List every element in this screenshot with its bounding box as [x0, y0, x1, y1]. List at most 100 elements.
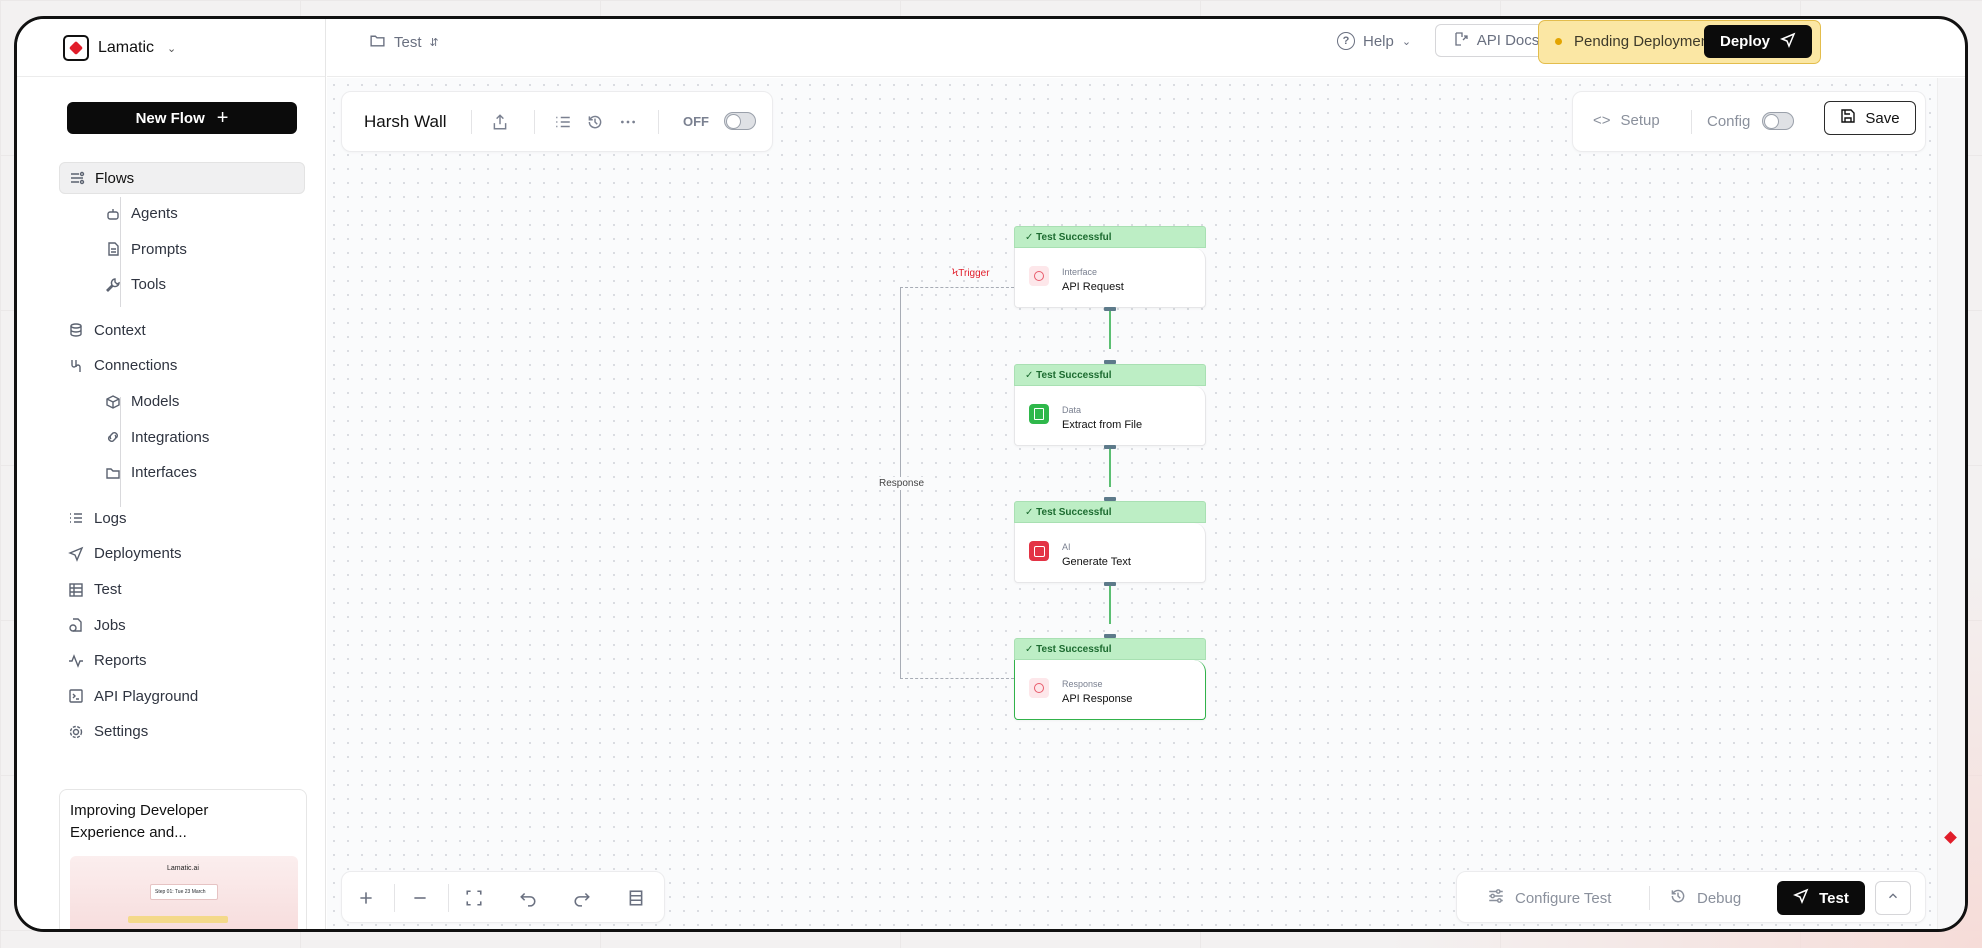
- config-label: Config: [1707, 112, 1751, 130]
- sidebar-item-label: Jobs: [94, 616, 126, 634]
- nav-sub-rail: [120, 197, 121, 307]
- save-button[interactable]: Save: [1824, 101, 1916, 135]
- sidebar-item-logs[interactable]: Logs: [59, 502, 305, 534]
- save-label: Save: [1865, 109, 1900, 127]
- interface-node-icon: [1029, 266, 1049, 286]
- node-input-handle[interactable]: [1104, 634, 1116, 638]
- send-icon: [1780, 32, 1796, 52]
- link-icon: [105, 429, 121, 445]
- node-output-handle[interactable]: [1104, 307, 1116, 311]
- status-dot-icon: [1555, 38, 1562, 45]
- promo-card[interactable]: Improving Developer Experience and... La…: [59, 789, 307, 929]
- zoom-out-icon[interactable]: [408, 886, 432, 910]
- sidebar: Lamatic ⌄ New Flow + Flows Agents Prompt…: [17, 19, 326, 929]
- deploy-button[interactable]: Deploy: [1704, 25, 1812, 58]
- sidebar-item-models[interactable]: Models: [59, 386, 305, 418]
- config-toggle[interactable]: [1762, 112, 1795, 130]
- project-name: Test: [394, 34, 422, 51]
- node-kind: Response: [1062, 679, 1103, 689]
- node-output-handle[interactable]: [1104, 445, 1116, 449]
- export-icon[interactable]: [490, 112, 510, 132]
- sidebar-item-label: Prompts: [131, 240, 187, 258]
- flow-node-extract-from-file[interactable]: ✓ Test Successful Data Extract from File: [1014, 364, 1206, 446]
- sidebar-item-tools[interactable]: Tools: [59, 269, 305, 301]
- node-status: ✓ Test Successful: [1014, 501, 1206, 523]
- promo-thumb-card: Step 01: Tue 23 March: [150, 884, 218, 900]
- chevron-down-icon: ⌄: [1401, 35, 1412, 48]
- node-input-handle[interactable]: [1104, 497, 1116, 501]
- sidebar-item-context[interactable]: Context: [59, 314, 305, 346]
- flow-node-api-response[interactable]: ✓ Test Successful Response API Response: [1014, 638, 1206, 720]
- folder-icon: [369, 32, 386, 53]
- sidebar-item-integrations[interactable]: Integrations: [59, 421, 305, 453]
- table-view-icon[interactable]: [624, 886, 648, 910]
- sidebar-item-label: Logs: [94, 509, 127, 527]
- divider: [17, 76, 325, 77]
- flow-node-api-request[interactable]: ✓ Test Successful Interface API Request: [1014, 226, 1206, 308]
- flow-canvas[interactable]: Harsh Wall OFF <> Setup Config Save: [327, 78, 1937, 929]
- sidebar-item-reports[interactable]: Reports: [59, 645, 305, 677]
- new-flow-button[interactable]: New Flow +: [67, 102, 297, 134]
- pending-deployments: Pending Deployments ⌄ Deploy: [1538, 20, 1821, 64]
- flow-node-generate-text[interactable]: ✓ Test Successful AI Generate Text: [1014, 501, 1206, 583]
- sidebar-item-deployments[interactable]: Deployments: [59, 538, 305, 570]
- flow-status-label: OFF: [683, 114, 709, 129]
- box-icon: [105, 394, 121, 410]
- sidebar-item-connections[interactable]: Connections: [59, 350, 305, 382]
- help-circle-icon: ?: [1337, 32, 1355, 50]
- project-switcher[interactable]: Test ⇵: [369, 32, 439, 53]
- history-icon[interactable]: [585, 112, 605, 132]
- workspace-switcher[interactable]: Lamatic ⌄: [63, 33, 176, 63]
- debug-button[interactable]: Debug: [1669, 887, 1741, 909]
- sidebar-nav: Flows Agents Prompts Tools Context Con: [59, 162, 305, 752]
- node-status: ✓ Test Successful: [1014, 226, 1206, 248]
- new-flow-label: New Flow: [135, 109, 205, 127]
- expand-panel-button[interactable]: [1875, 881, 1911, 915]
- sidebar-item-agents[interactable]: Agents: [59, 198, 305, 230]
- chevron-down-icon: ⌄: [167, 42, 177, 55]
- redo-icon[interactable]: [570, 886, 594, 910]
- top-bar: Test ⇵ ? Help ⌄ API Docs Pending Deploym…: [327, 19, 1965, 77]
- right-edge-strip: [1937, 78, 1965, 929]
- undo-icon[interactable]: [516, 886, 540, 910]
- folder-open-icon: [105, 465, 121, 481]
- config-control[interactable]: Config: [1707, 112, 1795, 130]
- sidebar-item-label: Reports: [94, 652, 147, 670]
- sidebar-item-settings[interactable]: Settings: [59, 716, 305, 748]
- node-title: API Request: [1062, 281, 1124, 293]
- promo-title: Improving Developer Experience and...: [70, 802, 209, 841]
- app-window: Lamatic ⌄ New Flow + Flows Agents Prompt…: [14, 16, 1968, 932]
- sidebar-item-flows[interactable]: Flows: [59, 162, 305, 194]
- deploy-label: Deploy: [1719, 33, 1770, 50]
- more-horizontal-icon[interactable]: [618, 112, 638, 132]
- node-output-handle[interactable]: [1104, 582, 1116, 586]
- setup-label: Setup: [1620, 112, 1660, 129]
- canvas-controls: [341, 871, 665, 923]
- sidebar-item-api-playground[interactable]: API Playground: [59, 680, 305, 712]
- sidebar-item-label: Context: [94, 321, 146, 339]
- zoom-in-icon[interactable]: [354, 886, 378, 910]
- run-test-button[interactable]: Test: [1777, 881, 1865, 915]
- node-input-handle[interactable]: [1104, 360, 1116, 364]
- sidebar-item-label: Interfaces: [131, 464, 197, 482]
- sidebar-item-prompts[interactable]: Prompts: [59, 233, 305, 265]
- external-doc-icon: [1453, 31, 1469, 51]
- list-view-icon[interactable]: [553, 112, 573, 132]
- save-icon: [1840, 108, 1856, 128]
- configure-test-label: Configure Test: [1515, 889, 1612, 907]
- sidebar-item-test[interactable]: Test: [59, 574, 305, 606]
- setup-toolbar: <> Setup Config Save: [1572, 91, 1926, 152]
- fit-view-icon[interactable]: [462, 886, 486, 910]
- help-menu[interactable]: ? Help ⌄: [1337, 32, 1411, 50]
- sidebar-item-jobs[interactable]: Jobs: [59, 609, 305, 641]
- configure-test-button[interactable]: Configure Test: [1487, 887, 1611, 909]
- activity-icon: [68, 653, 84, 669]
- marker-diamond-icon: [1944, 831, 1957, 844]
- flow-edge: [1109, 449, 1111, 487]
- flow-active-toggle[interactable]: [724, 112, 756, 130]
- flow-name[interactable]: Harsh Wall: [364, 112, 447, 131]
- sidebar-item-interfaces[interactable]: Interfaces: [59, 457, 305, 489]
- setup-button[interactable]: <> Setup: [1593, 112, 1660, 129]
- node-title: Extract from File: [1062, 419, 1143, 431]
- test-toolbar: Configure Test Debug Test: [1456, 871, 1926, 923]
